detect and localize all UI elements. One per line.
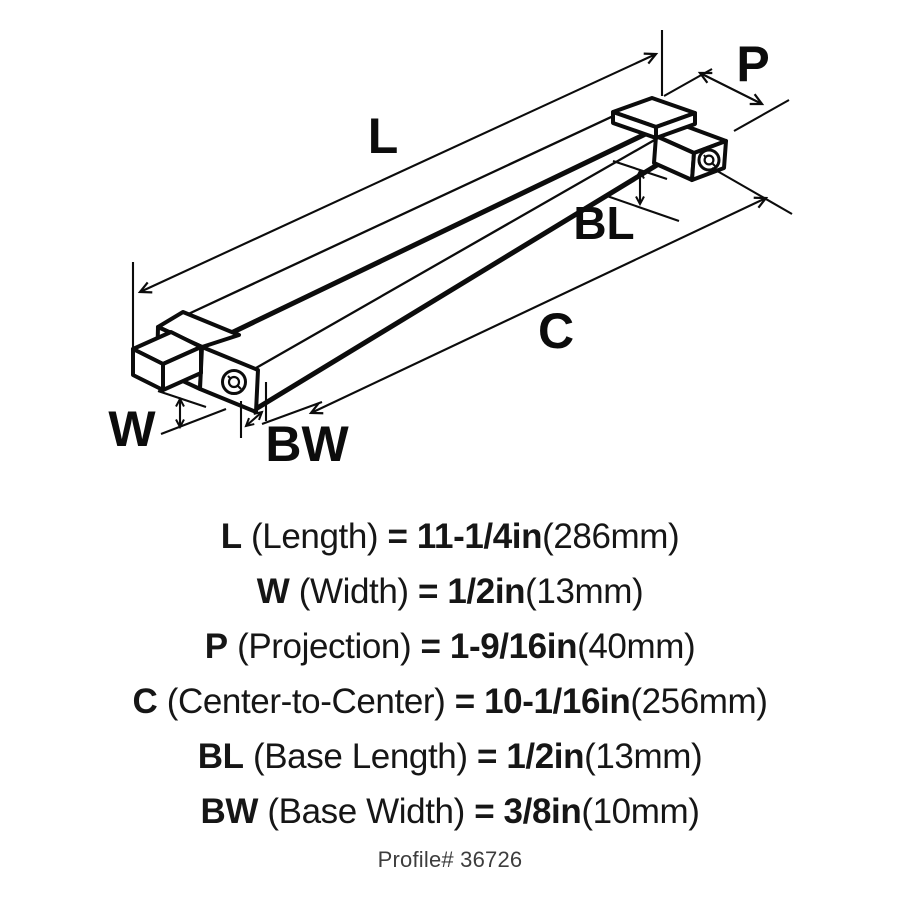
dim-line-L [137, 52, 659, 294]
screw-hole-icon [697, 148, 721, 172]
spec-value: = 11-1/4in [387, 517, 543, 556]
spec-metric: (13mm) [584, 737, 703, 776]
profile-number: Profile# 36726 [377, 847, 523, 872]
label-center-to-center: C [538, 303, 574, 359]
pull-bar [183, 96, 660, 413]
spec-value: = 1-9/16in [420, 627, 578, 666]
label-width: W [108, 401, 156, 457]
spec-value: = 1/2in [476, 737, 585, 776]
bar-bottom-inner-edge [255, 137, 659, 369]
spec-label: BW [200, 792, 259, 831]
spec-metric: (13mm) [525, 572, 644, 611]
spec-line-length: L (Length) = 11-1/4in(286mm) [0, 509, 900, 564]
spec-name: (Center-to-Center) [166, 682, 446, 721]
ext-line-W-bottom [160, 408, 227, 435]
spec-list: L (Length) = 11-1/4in(286mm) W (Width) =… [0, 509, 900, 839]
spec-value: = 10-1/16in [454, 682, 631, 721]
spec-label: W [256, 572, 290, 611]
spec-label: L [220, 517, 242, 556]
spec-line-base-width: BW (Base Width) = 3/8in(10mm) [0, 784, 900, 839]
ext-line-C-right [711, 167, 793, 215]
ext-line-P-left [663, 68, 713, 97]
spec-metric: (10mm) [581, 792, 700, 831]
ext-line-P-right [733, 99, 790, 132]
spec-name: (Projection) [237, 627, 412, 666]
spec-metric: (286mm) [542, 517, 680, 556]
left-cap-front-face [161, 345, 203, 392]
spec-name: (Length) [251, 517, 379, 556]
pull-handle-diagram: L P BL C W BW [108, 30, 793, 472]
dimension-lines [131, 30, 793, 438]
ext-line-W-top [157, 390, 207, 408]
spec-name: (Base Width) [267, 792, 465, 831]
spec-metric: (40mm) [577, 627, 696, 666]
dim-line-P [697, 71, 765, 106]
spec-label: BL [197, 737, 244, 776]
spec-metric: (256mm) [630, 682, 768, 721]
spec-line-base-length: BL (Base Length) = 1/2in(13mm) [0, 729, 900, 784]
spec-name: (Width) [298, 572, 409, 611]
label-base-width: BW [265, 416, 349, 472]
spec-label: P [204, 627, 228, 666]
spec-label: C [132, 682, 158, 721]
label-length: L [368, 108, 399, 164]
spec-value: = 1/2in [418, 572, 526, 611]
spec-line-projection: P (Projection) = 1-9/16in(40mm) [0, 619, 900, 674]
spec-name: (Base Length) [252, 737, 468, 776]
label-projection: P [736, 36, 769, 92]
dim-line-C [308, 196, 769, 415]
left-bar-end-cap [131, 330, 203, 392]
spec-line-width: W (Width) = 1/2in(13mm) [0, 564, 900, 619]
screw-hole-icon [221, 369, 247, 395]
spec-value: = 3/8in [474, 792, 582, 831]
spec-line-center-to-center: C (Center-to-Center) = 10-1/16in(256mm) [0, 674, 900, 729]
dim-line-BW [246, 412, 262, 426]
label-base-length: BL [573, 197, 634, 249]
